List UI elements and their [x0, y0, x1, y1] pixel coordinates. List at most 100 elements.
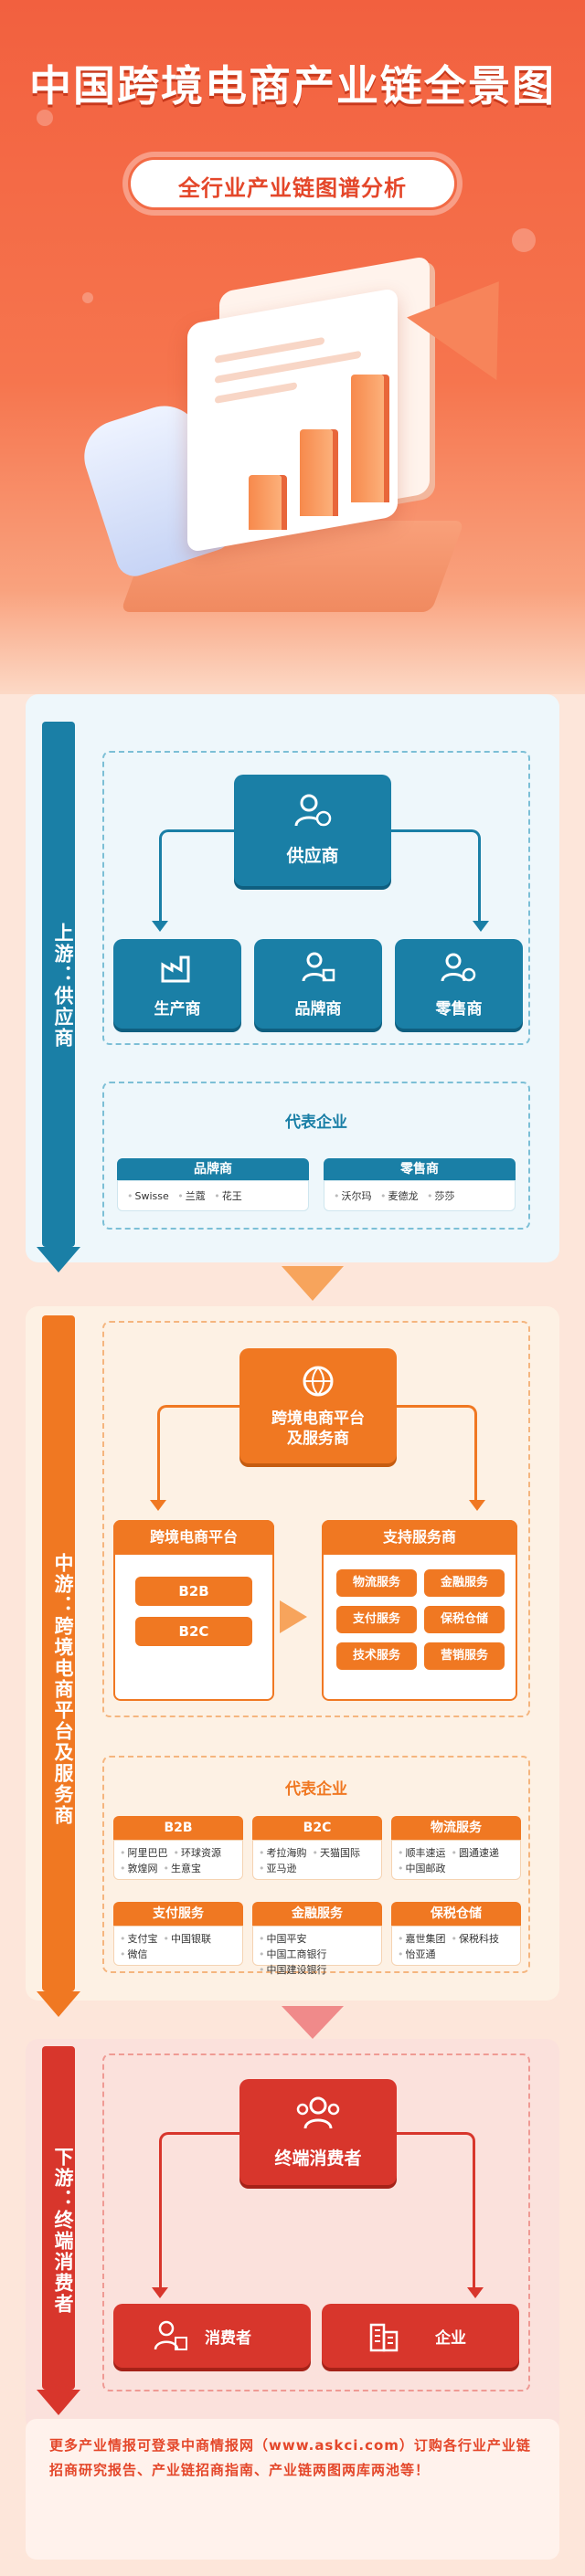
rep-item: 微信 [120, 1947, 148, 1962]
subtitle-pill [128, 157, 457, 210]
rep-item: 中国建设银行 [259, 1962, 327, 1978]
rep-item: 中国工商银行 [259, 1947, 327, 1962]
consumer-icon [154, 2320, 187, 2350]
rep-group-body: 顺丰速运圆通速递中国邮政 [391, 1840, 521, 1880]
upstream-rail-arrow-icon [37, 1247, 80, 1272]
flow-arrow-icon [282, 2006, 344, 2039]
rep-item: 中国邮政 [398, 1861, 446, 1876]
rep-group-body: 考拉海购天猫国际亚马逊 [252, 1840, 382, 1880]
service-chip: 保税仓储 [424, 1606, 505, 1633]
rep-item: 生意宝 [164, 1861, 201, 1876]
rep-group-retailer-body: 沃尔玛 麦德龙 莎莎 [324, 1180, 516, 1211]
downstream-rail-label: 下游：终端消费者 [52, 2147, 74, 2315]
arrow-down-icon [467, 2287, 484, 2298]
services-box-title: 支持服务商 [322, 1520, 517, 1555]
consumer-node: 消费者 [113, 2304, 311, 2368]
rep-group-header: 支付服务 [113, 1902, 243, 1926]
decor-dot [82, 292, 93, 303]
rep-item: 保税科技 [452, 1931, 499, 1947]
rep-group-header: B2B [113, 1816, 243, 1840]
rep-item: 麦德龙 [380, 1181, 419, 1212]
midstream-rail-arrow-icon [37, 1991, 80, 2017]
service-chip: 支付服务 [336, 1606, 417, 1633]
connector-line [157, 1405, 239, 1500]
supplier-label: 供应商 [286, 846, 339, 866]
footer-panel [26, 2419, 559, 2560]
rep-group-header: 金融服务 [252, 1902, 382, 1926]
rep-item: 嘉世集团 [398, 1931, 446, 1947]
rep-item: 支付宝 [120, 1931, 158, 1947]
page-title: 中国跨境电商产业链全景图 [29, 61, 556, 111]
consumers-icon [296, 2096, 340, 2129]
platform-b2b: B2B [135, 1577, 252, 1606]
connector-line [159, 2132, 239, 2287]
producer-node: 生产商 [113, 939, 241, 1029]
midstream-rail-label: 中游：跨境电商平台及服务商 [52, 1553, 74, 1826]
service-chip: 技术服务 [336, 1642, 417, 1670]
downstream-diagram-frame [102, 2053, 530, 2391]
service-chip: 物流服务 [336, 1569, 417, 1597]
upstream-diagram-frame [102, 751, 530, 1045]
flow-arrow-icon [282, 1266, 344, 1301]
globe-icon [303, 1366, 334, 1397]
hero-header [0, 0, 585, 694]
rep-group-body: 中国平安中国工商银行中国建设银行 [252, 1926, 382, 1976]
rep-item: Swisse [127, 1181, 169, 1212]
enterprise-node: 企业 [322, 2304, 519, 2368]
supplier-icon [294, 794, 332, 827]
brand-node: 品牌商 [254, 939, 382, 1029]
producer-label: 生产商 [154, 1000, 201, 1019]
platform-box-title: 跨境电商平台 [113, 1520, 274, 1555]
retailer-label: 零售商 [435, 1000, 483, 1019]
enterprise-label: 企业 [435, 2329, 466, 2348]
bar-icon [300, 429, 333, 516]
platform-b2c: B2C [135, 1617, 252, 1646]
arrow-down-icon [152, 2287, 168, 2298]
midstream-rail [42, 1315, 75, 1991]
rep-item: 圆通速递 [452, 1845, 499, 1861]
rep-item: 环球资源 [174, 1845, 221, 1861]
rep-item: 天猫国际 [313, 1845, 360, 1861]
page-subtitle: 全行业产业链图谱分析 [178, 175, 407, 201]
rep-group-body: 嘉世集团保税科技怡亚通 [391, 1926, 521, 1966]
rep-item: 花王 [214, 1181, 242, 1212]
bar-icon [351, 375, 384, 502]
upstream-rep-title: 代表企业 [285, 1114, 347, 1132]
retailer-icon [441, 953, 476, 982]
arrow-down-icon [152, 921, 168, 932]
rep-group-header: 物流服务 [391, 1816, 521, 1840]
midstream-diagram-frame [102, 1321, 530, 1717]
decor-dot [512, 228, 536, 252]
rep-item: 考拉海购 [259, 1845, 307, 1861]
connector-line [159, 829, 234, 921]
service-chip: 金融服务 [424, 1569, 505, 1597]
enterprise-icon [369, 2323, 399, 2352]
rep-group-brand-body: Swisse 兰蔻 花王 [117, 1180, 309, 1211]
service-chip: 营销服务 [424, 1642, 505, 1670]
rep-item: 阿里巴巴 [120, 1845, 168, 1861]
upstream-rail-label: 上游：供应商 [52, 923, 74, 1049]
rep-item: 怡亚通 [398, 1947, 436, 1962]
consumers-root-label: 终端消费者 [274, 2148, 362, 2169]
rep-item: 敦煌网 [120, 1861, 158, 1876]
retailer-node: 零售商 [395, 939, 523, 1029]
rep-group-header: 保税仓储 [391, 1902, 521, 1926]
rep-group-body: 阿里巴巴环球资源敦煌网生意宝 [113, 1840, 243, 1880]
rep-group-brand-header: 品牌商 [117, 1158, 309, 1180]
consumer-label: 消费者 [205, 2329, 251, 2348]
arrow-down-icon [473, 921, 489, 932]
rep-item: 中国银联 [164, 1931, 211, 1947]
brand-icon [302, 952, 335, 982]
downstream-rail [42, 2046, 75, 2390]
connector-line [391, 829, 481, 921]
upstream-rail [42, 722, 75, 1247]
bar-icon [249, 475, 282, 530]
rep-item: 中国平安 [259, 1931, 307, 1947]
brand-label: 品牌商 [294, 1000, 342, 1019]
connector-line [397, 1405, 477, 1500]
rep-group-body: 支付宝中国银联微信 [113, 1926, 243, 1966]
rep-item: 兰蔻 [177, 1181, 206, 1212]
midstream-rep-title: 代表企业 [285, 1780, 347, 1799]
consumers-root-node: 终端消费者 [239, 2079, 397, 2185]
arrow-down-icon [469, 1500, 485, 1511]
